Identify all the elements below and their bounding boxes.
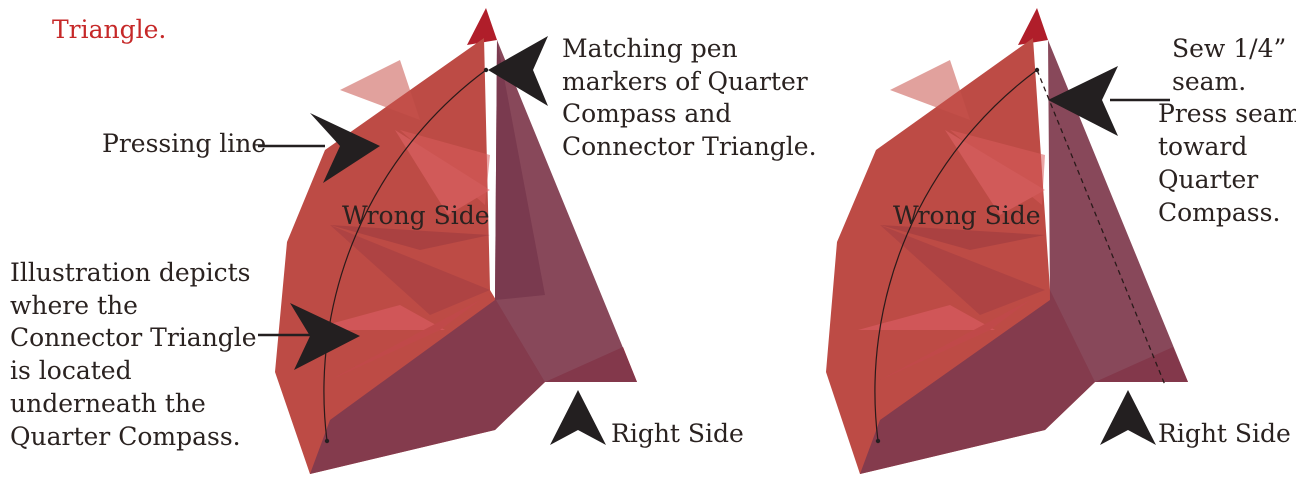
pressing-line-label: Pressing line xyxy=(102,129,266,158)
left-connector-triangle xyxy=(310,38,637,474)
left-right-side-arrow xyxy=(550,390,606,445)
left-pressing-line xyxy=(323,69,487,442)
svg-text:seam.: seam. xyxy=(1172,67,1246,96)
left-panel: Pressing line Matching pen markers of Qu… xyxy=(10,8,817,474)
left-wrong-side-label: Wrong Side xyxy=(342,201,490,230)
svg-text:markers of Quarter: markers of Quarter xyxy=(562,67,808,96)
left-connector-inner xyxy=(495,40,545,300)
left-compass-facets xyxy=(308,60,490,380)
svg-text:Connector Triangle: Connector Triangle xyxy=(10,323,257,352)
svg-text:Sew 1/4”: Sew 1/4” xyxy=(1172,34,1286,63)
left-pen-marker-top xyxy=(483,67,489,73)
top-caption: Triangle. xyxy=(52,15,166,44)
right-compass-facets xyxy=(858,60,1045,380)
pressing-line-arrow xyxy=(310,113,380,183)
svg-text:underneath the: underneath the xyxy=(10,389,206,418)
right-pen-marker-bottom xyxy=(875,438,881,444)
left-right-side-label: Right Side xyxy=(611,419,744,448)
seam-line xyxy=(1036,69,1166,386)
svg-text:Compass and: Compass and xyxy=(562,99,731,128)
svg-text:Matching pen: Matching pen xyxy=(562,34,738,63)
svg-text:where the: where the xyxy=(10,291,138,320)
svg-text:Quarter Compass.: Quarter Compass. xyxy=(10,422,241,451)
svg-text:Illustration depicts: Illustration depicts xyxy=(10,258,251,287)
illustration-note-label: Illustration depicts where the Connector… xyxy=(10,258,257,451)
left-top-tip xyxy=(467,8,497,45)
right-pressing-line xyxy=(874,69,1038,442)
svg-text:Press seam: Press seam xyxy=(1158,99,1296,128)
svg-text:Quarter: Quarter xyxy=(1158,165,1258,194)
svg-text:Connector Triangle.: Connector Triangle. xyxy=(562,132,817,161)
right-top-tip xyxy=(1018,8,1048,45)
illustration-note-arrow xyxy=(290,303,360,370)
left-pen-marker-bottom xyxy=(324,438,330,444)
right-panel: Sew 1/4” seam. Press seam toward Quarter… xyxy=(826,8,1296,474)
right-connector-triangle xyxy=(860,38,1188,474)
sew-note-label: Sew 1/4” seam. Press seam toward Quarter… xyxy=(1158,34,1296,227)
svg-text:Compass.: Compass. xyxy=(1158,198,1280,227)
matching-markers-arrow xyxy=(488,36,548,106)
right-right-side-label: Right Side xyxy=(1158,419,1291,448)
svg-text:toward: toward xyxy=(1158,132,1247,161)
right-right-side-arrow xyxy=(1100,390,1156,445)
svg-text:is located: is located xyxy=(10,356,132,385)
right-wrong-side-label: Wrong Side xyxy=(893,201,1041,230)
sew-note-arrow xyxy=(1048,66,1118,136)
matching-markers-label: Matching pen markers of Quarter Compass … xyxy=(562,34,817,161)
